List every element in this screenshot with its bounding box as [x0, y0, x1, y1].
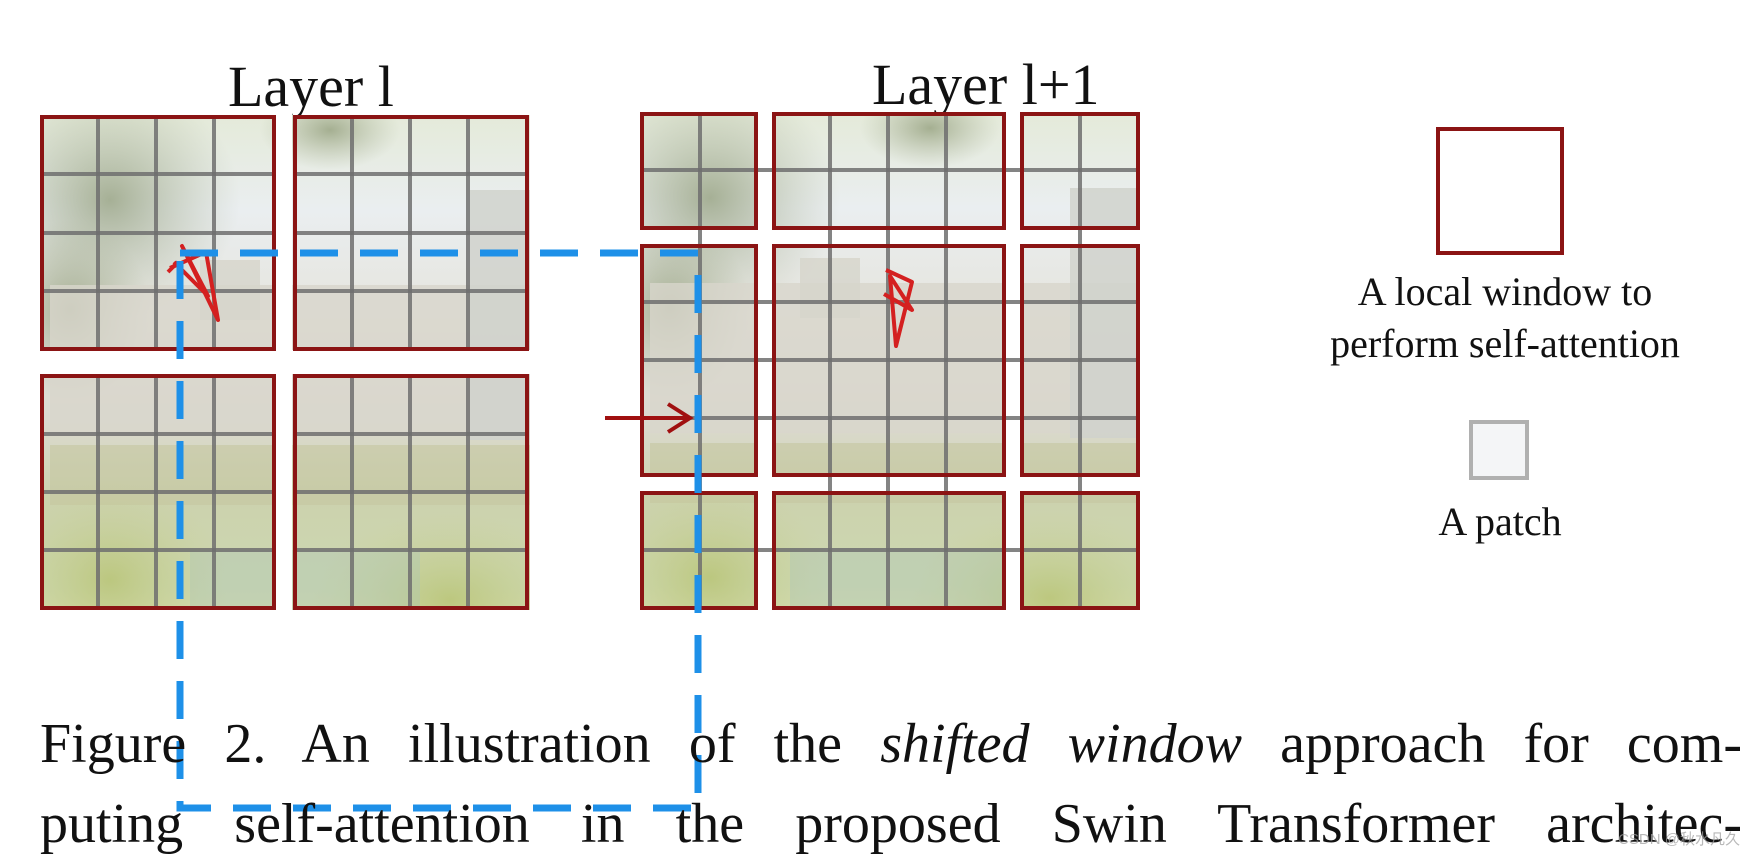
window-r-9	[1020, 491, 1140, 610]
legend-window-label-line1: A local window to	[1357, 269, 1653, 314]
window-r-2	[772, 112, 1006, 230]
figure-caption-line1: Figure 2. An illustration of the shifted…	[40, 716, 1742, 772]
window-r-6	[1020, 244, 1140, 477]
window-r-8	[772, 491, 1006, 610]
legend-window-swatch	[1436, 127, 1564, 255]
watermark: CSDN @秋水凡久	[1618, 831, 1740, 848]
star-mark-right	[883, 268, 914, 348]
window-l-top-left	[40, 115, 276, 351]
legend-window-label-line2: perform self-attention	[1330, 321, 1680, 366]
layer-l-title: Layer l	[228, 54, 394, 119]
caption-suffix: approach for com-	[1241, 713, 1742, 775]
window-r-1	[640, 112, 758, 230]
legend-patch-swatch	[1469, 420, 1529, 480]
window-l-bottom-left	[40, 374, 276, 610]
window-r-3	[1020, 112, 1140, 230]
layer-l1-windows	[640, 112, 1140, 610]
figure-caption-line2: puting self-attention in the proposed Sw…	[40, 793, 1742, 855]
window-l-top-right	[293, 115, 529, 351]
layer-l-patch-grid	[42, 117, 527, 608]
layer-l-windows	[40, 115, 529, 610]
caption-prefix: Figure 2. An illustration of the	[40, 713, 881, 775]
legend-patch-label: A patch	[1438, 499, 1562, 544]
layer-l1-patch-grid	[642, 114, 1138, 608]
layer-l1-title: Layer l+1	[872, 52, 1100, 117]
window-r-5	[772, 244, 1006, 477]
legend-window-label: A local window to perform self-attention	[1275, 266, 1735, 370]
window-l-bottom-right	[293, 374, 529, 610]
shift-arrow	[605, 402, 694, 434]
caption-emphasis: shifted window	[880, 713, 1242, 775]
shifted-window-dashed-box	[176, 249, 702, 812]
